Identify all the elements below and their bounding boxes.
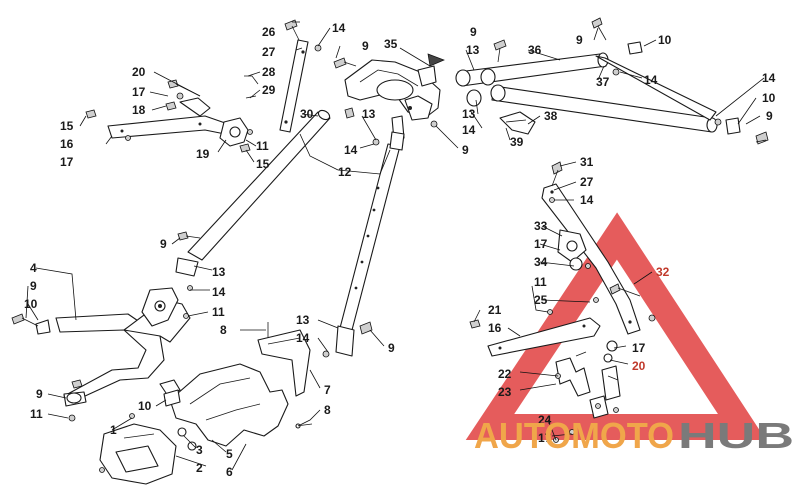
callout-11: 11 <box>534 275 547 289</box>
callout-28: 28 <box>262 65 276 79</box>
callout-16: 16 <box>60 137 74 151</box>
callout-9: 9 <box>30 279 37 293</box>
callout-16: 16 <box>488 321 502 335</box>
callout-20: 20 <box>632 359 646 373</box>
skid-plate-1 <box>99 413 197 485</box>
callout-3: 3 <box>196 443 203 457</box>
callout-38: 38 <box>544 109 558 123</box>
callout-10: 10 <box>24 297 38 311</box>
callout-4: 4 <box>30 261 37 275</box>
callout-30: 30 <box>300 107 314 121</box>
callout-9: 9 <box>462 143 469 157</box>
strut-27-top <box>244 39 309 133</box>
watermark-text-gray: HUB <box>678 415 794 456</box>
tube-12 <box>322 131 405 358</box>
callout-6: 6 <box>226 465 233 479</box>
callout-26: 26 <box>262 25 276 39</box>
callout-12: 12 <box>338 165 352 179</box>
callout-14: 14 <box>296 331 310 345</box>
callout-17: 17 <box>132 85 146 99</box>
clip-10-top <box>627 41 741 135</box>
callout-11: 11 <box>30 407 43 421</box>
callout-9: 9 <box>362 39 369 53</box>
callout-23: 23 <box>498 385 512 399</box>
callout-14: 14 <box>644 73 658 87</box>
callout-11: 11 <box>212 305 225 319</box>
guard-7 <box>169 329 311 447</box>
callout-13: 13 <box>296 313 310 327</box>
callout-13: 13 <box>466 43 480 57</box>
callout-5: 5 <box>226 447 233 461</box>
callout-9: 9 <box>766 109 773 123</box>
callout-20: 20 <box>132 65 146 79</box>
callout-17: 17 <box>632 341 646 355</box>
callout-19: 19 <box>196 147 210 161</box>
callout-8: 8 <box>220 323 227 337</box>
bracket-16 <box>85 79 253 153</box>
callout-9: 9 <box>388 341 395 355</box>
callout-8: 8 <box>324 403 331 417</box>
callout-9: 9 <box>160 237 167 251</box>
callout-22: 22 <box>498 367 512 381</box>
callout-18: 18 <box>132 103 146 117</box>
callout-37: 37 <box>596 75 610 89</box>
callout-33: 33 <box>534 219 548 233</box>
callout-9: 9 <box>470 25 477 39</box>
callout-14: 14 <box>462 123 476 137</box>
bracket-16-right <box>469 297 621 443</box>
watermark-logo <box>465 212 767 440</box>
callout-15: 15 <box>256 157 270 171</box>
strut-27-right <box>541 161 656 335</box>
callout-9: 9 <box>576 33 583 47</box>
watermark-text: AUTOMOTO HUB <box>474 415 794 456</box>
callout-13: 13 <box>362 107 376 121</box>
leader-lines <box>25 21 767 471</box>
callout-13: 13 <box>212 265 226 279</box>
callout-27: 27 <box>262 45 276 59</box>
steering-bracket-35 <box>344 53 445 141</box>
callout-39: 39 <box>510 135 524 149</box>
callout-24: 24 <box>538 413 552 427</box>
callout-34: 34 <box>534 255 548 269</box>
callout-25: 25 <box>534 293 548 307</box>
tube-30 <box>175 109 331 277</box>
callout-21: 21 <box>488 303 502 317</box>
lower-frame-4 <box>11 231 201 422</box>
callout-35: 35 <box>384 37 398 51</box>
callout-10: 10 <box>658 33 672 47</box>
callout-14: 14 <box>212 285 226 299</box>
callout-14: 14 <box>580 193 594 207</box>
callout-15: 15 <box>60 119 74 133</box>
callout-32: 32 <box>656 265 670 279</box>
callout-14: 14 <box>332 21 346 35</box>
callout-2: 2 <box>196 461 203 475</box>
callout-1: 1 <box>110 423 117 437</box>
callout-31: 31 <box>580 155 594 169</box>
callout-17: 17 <box>60 155 74 169</box>
clip-10-lower <box>163 389 181 407</box>
callout-29: 29 <box>262 83 276 97</box>
clamp-38 <box>499 111 536 135</box>
callout-10: 10 <box>762 91 776 105</box>
callout-13: 13 <box>462 107 476 121</box>
watermark-triangle <box>465 212 767 440</box>
callout-14: 14 <box>762 71 776 85</box>
callout-17: 17 <box>534 237 548 251</box>
callout-11: 11 <box>256 139 269 153</box>
callout-9: 9 <box>36 387 43 401</box>
watermark-text-orange: AUTOMOTO <box>474 415 674 456</box>
callout-7: 7 <box>324 383 331 397</box>
callout-10: 10 <box>138 399 152 413</box>
callout-labels: 26 14 27 9 9 13 35 36 9 10 28 29 20 17 1… <box>24 21 776 479</box>
callout-17: 17 <box>538 431 552 445</box>
upper-tube-36 <box>455 52 609 87</box>
callout-36: 36 <box>528 43 542 57</box>
lower-tube-37 <box>466 55 718 133</box>
callout-27: 27 <box>580 175 594 189</box>
callout-14: 14 <box>344 143 358 157</box>
